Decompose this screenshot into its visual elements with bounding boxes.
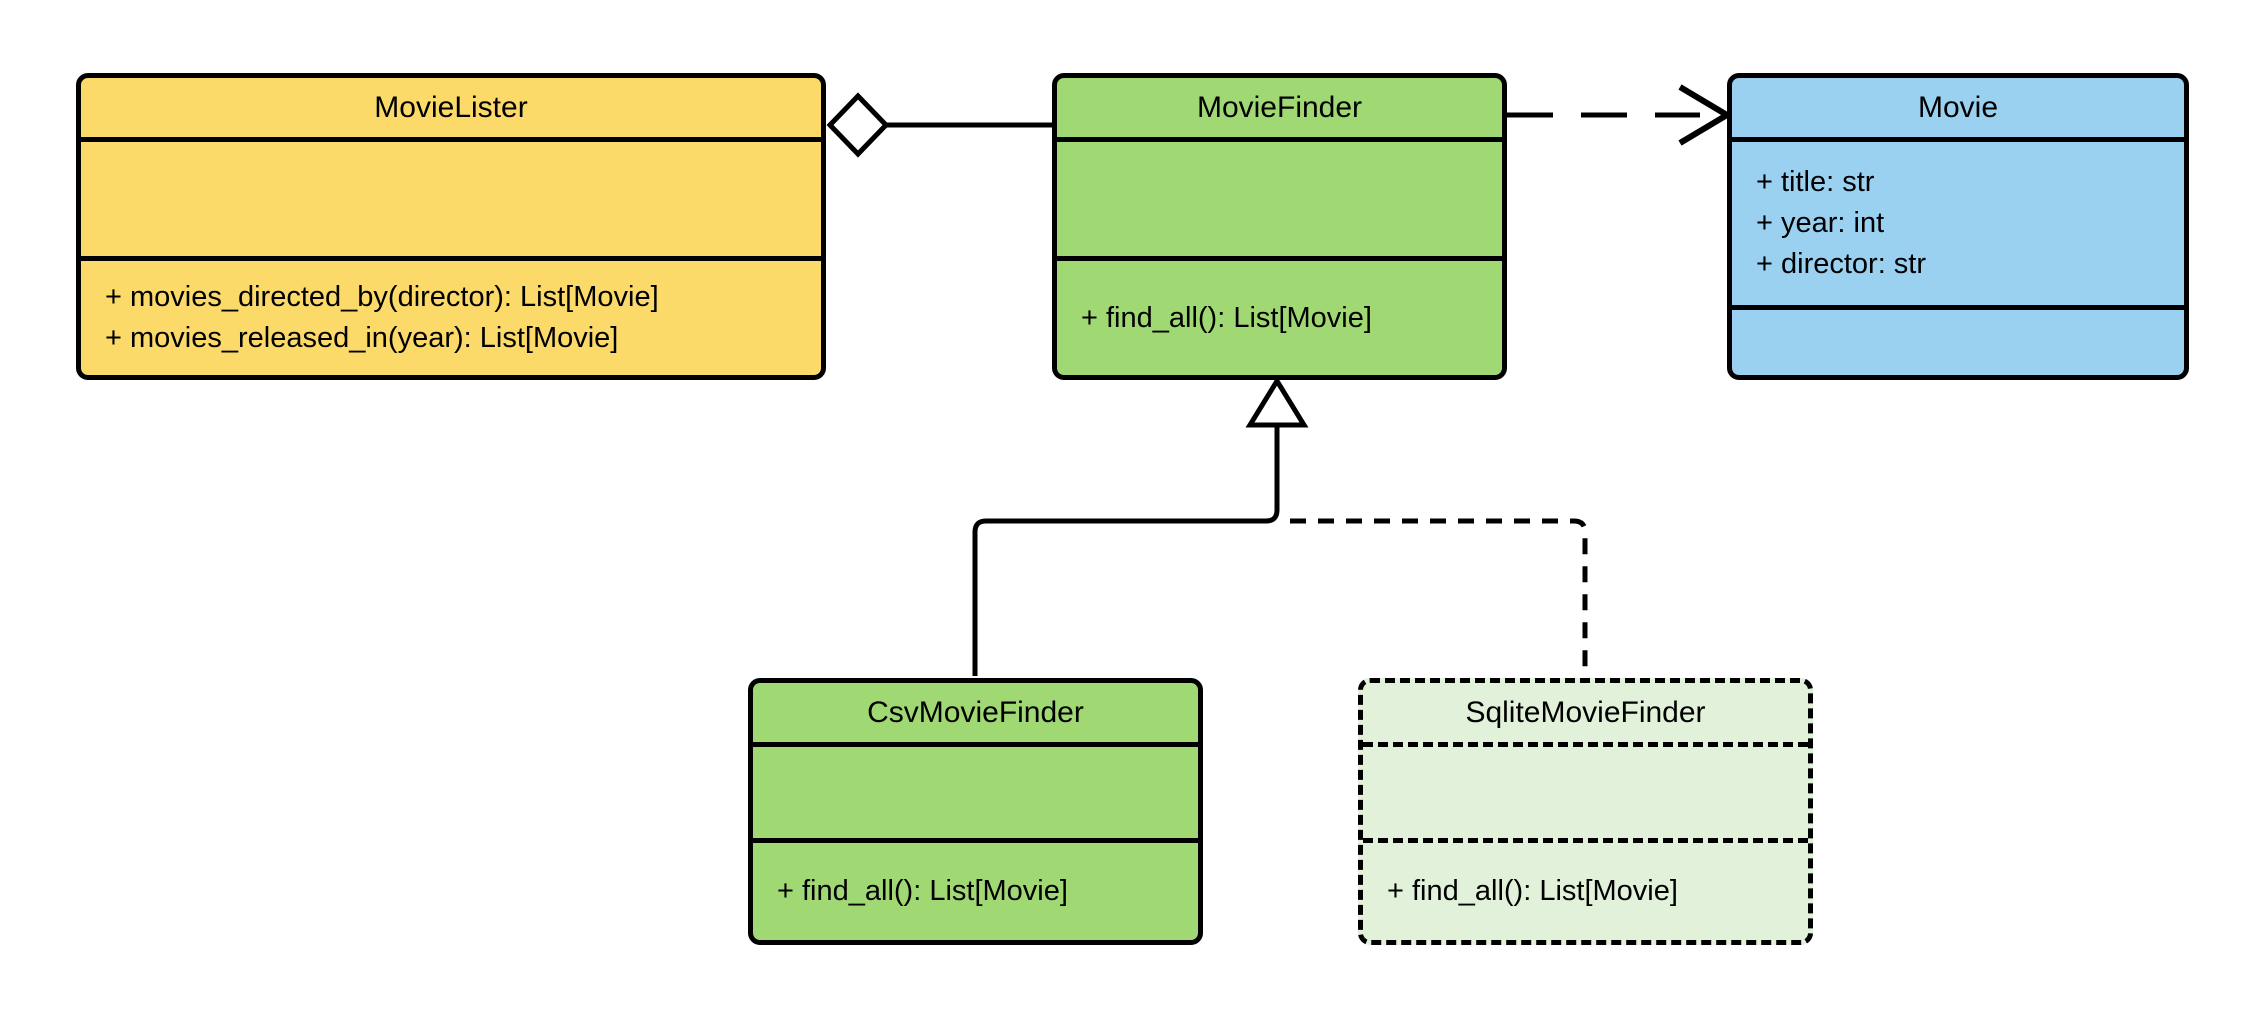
methods-section: + find_all(): List[Movie] [1057, 261, 1502, 375]
attributes-section [81, 142, 821, 261]
methods-section: + find_all(): List[Movie] [753, 843, 1198, 940]
method-item: + movies_directed_by(director): List[Mov… [105, 281, 659, 313]
attributes-section [753, 747, 1198, 843]
attribute-item: + year: int [1756, 207, 1885, 239]
method-item: + find_all(): List[Movie] [1387, 875, 1678, 907]
generalization-triangle-icon [1245, 376, 1309, 428]
class-box-movie: Movie + title: str + year: int + directo… [1727, 73, 2189, 380]
generalization-dashed-path-sqlite [1290, 518, 1588, 676]
class-box-csvmoviefinder: CsvMovieFinder + find_all(): List[Movie] [748, 678, 1203, 945]
methods-section: + movies_directed_by(director): List[Mov… [81, 261, 821, 375]
class-title: MovieFinder [1057, 78, 1502, 142]
class-box-movielister: MovieLister + movies_directed_by(directo… [76, 73, 826, 380]
class-title: CsvMovieFinder [753, 683, 1198, 747]
methods-section [1732, 310, 2184, 375]
method-item: + find_all(): List[Movie] [1081, 301, 1372, 334]
class-box-moviefinder: MovieFinder + find_all(): List[Movie] [1052, 73, 1507, 380]
attributes-section: + title: str + year: int + director: str [1732, 142, 2184, 310]
aggregation-diamond-icon [826, 92, 890, 158]
methods-section: + find_all(): List[Movie] [1363, 843, 1808, 940]
class-box-sqlitemoviefinder: SqliteMovieFinder + find_all(): List[Mov… [1358, 678, 1813, 945]
class-title: SqliteMovieFinder [1363, 683, 1808, 747]
class-title: MovieLister [81, 78, 821, 142]
method-item: + find_all(): List[Movie] [777, 875, 1068, 907]
generalization-solid-path-csv [972, 424, 1280, 676]
attributes-section [1363, 747, 1808, 843]
method-item: + movies_released_in(year): List[Movie] [105, 322, 619, 354]
attribute-item: + director: str [1756, 248, 1927, 280]
class-title: Movie [1732, 78, 2184, 142]
attributes-section [1057, 142, 1502, 261]
attribute-item: + title: str [1756, 166, 1875, 198]
